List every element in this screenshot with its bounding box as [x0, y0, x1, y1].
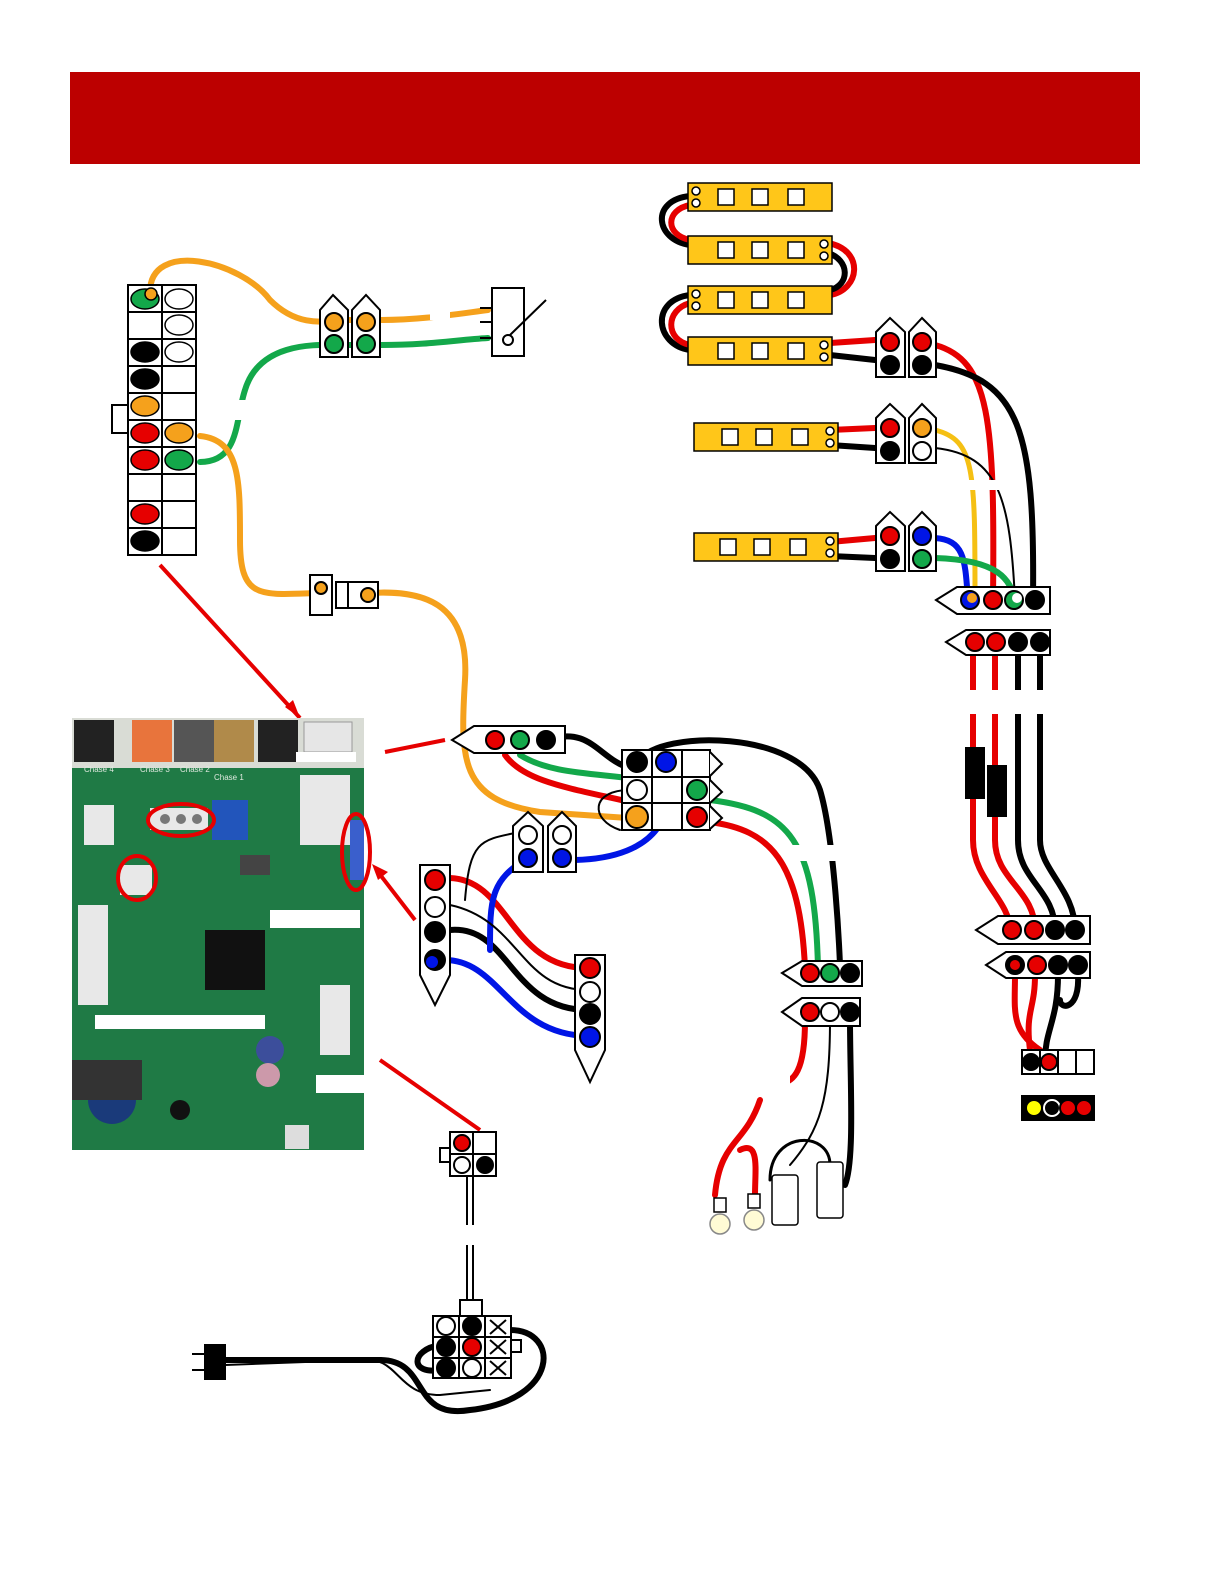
lamp-socket	[772, 1162, 843, 1225]
inline-connector-3pin	[782, 998, 860, 1026]
circuit-board: Chase 4 Chase 3 Chase 2 Chase 1	[72, 718, 370, 1150]
led-strips	[688, 183, 838, 561]
wire-red-right	[710, 822, 805, 968]
central-multi-connector	[622, 750, 722, 830]
central-3pin-connector	[452, 726, 565, 753]
wire-white-bulb	[790, 1020, 830, 1165]
chase-label: Chase 1	[214, 773, 244, 782]
bulb-connectors	[782, 961, 862, 1026]
bulb-icon	[744, 1194, 764, 1230]
led-strip	[688, 286, 832, 314]
bulb-icon	[710, 1198, 730, 1234]
led-strip	[694, 423, 838, 451]
wire-black-bulb	[845, 1020, 851, 1185]
wire-trunk-orange	[935, 430, 975, 600]
main-harness-connector	[112, 285, 196, 555]
inline-connector-4pin	[936, 587, 1050, 614]
led-connectors	[876, 318, 936, 571]
led-connector	[876, 318, 936, 377]
arrow-connector-to-board	[160, 565, 300, 718]
arrow-to-molex	[385, 740, 445, 752]
power-entry-connector	[433, 1300, 521, 1378]
inline-connector-4pin	[986, 952, 1090, 978]
wire-led4-red	[830, 340, 875, 343]
led-connector	[876, 512, 936, 571]
vertical-4pin-connector-right	[575, 955, 605, 1082]
inline-resistor	[966, 748, 984, 798]
wire-led-red-1	[671, 205, 690, 240]
led-strip	[688, 236, 832, 264]
power-header	[440, 1132, 496, 1176]
inline-connector-3pin	[782, 961, 862, 986]
wire-harness-bottom-red2	[1029, 975, 1035, 1050]
wire-led-red-3	[671, 303, 690, 345]
blue-2x2-connector	[513, 812, 576, 872]
wire-red-bulb3	[740, 1148, 756, 1195]
inline-resistor	[988, 766, 1006, 816]
vertical-4pin-connector	[420, 865, 450, 1005]
arrow-to-blue-header	[378, 872, 415, 920]
chase-label: Chase 4	[84, 765, 114, 774]
chase-label: Chase 2	[180, 765, 210, 774]
wire-harness-bottom-black	[1045, 975, 1058, 1060]
power-plug-icon	[192, 1345, 225, 1379]
inline-connector-4pin	[946, 630, 1050, 655]
wire-orange-central	[370, 593, 628, 818]
inline-connector-4pin	[976, 916, 1090, 944]
wire-harness-bottom-black2	[1060, 975, 1078, 1006]
led-strip	[688, 337, 832, 365]
arrow-to-power-header	[380, 1060, 480, 1130]
wire-black-lower	[450, 930, 588, 1010]
led-strip	[688, 183, 832, 211]
chase-label: Chase 3	[140, 765, 170, 774]
micro-switch-icon	[480, 288, 546, 356]
four-pin-header	[1022, 1050, 1094, 1074]
led-strip	[694, 533, 838, 561]
four-pin-header	[1022, 1096, 1094, 1120]
led-connector	[876, 404, 936, 463]
inline-orange-connector	[310, 575, 378, 615]
arrowhead	[372, 864, 388, 880]
wire-led4-black	[830, 355, 875, 360]
